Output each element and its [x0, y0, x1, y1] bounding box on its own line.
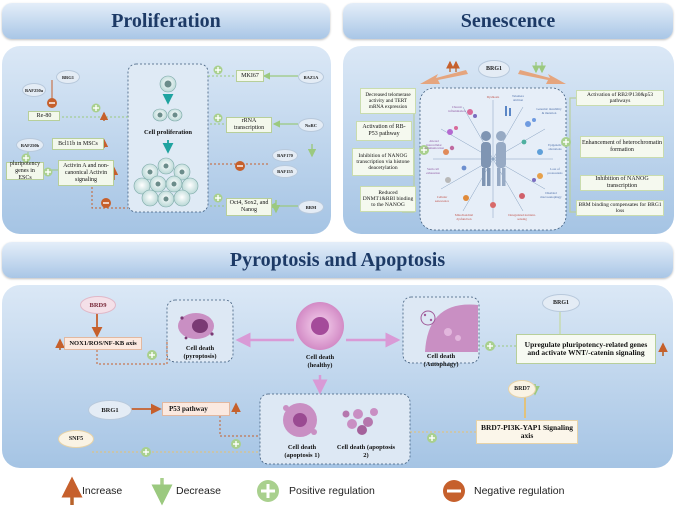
senescence-header: Senescence [343, 3, 673, 39]
hallmark-label: Mitochondrial dysfunction [454, 213, 474, 221]
brd9-node: BRD9 [80, 296, 116, 314]
activin-signaling-box: Activin A and non-canonical Activin sign… [58, 160, 114, 186]
p53-to-apoptosis-line [219, 416, 260, 437]
positive-regulation-icon [485, 341, 495, 351]
hallmark-label: Cellular senescence [434, 195, 450, 203]
negative-regulation-icon [101, 198, 111, 208]
brm-node: BRM [298, 200, 324, 214]
res-box: Re-80 [28, 111, 60, 121]
brd7-pi3k-yap1-box: BRD7-PI3K-YAP1 Signaling axis [476, 420, 578, 444]
senescence-left-item-3: Inhibition of NANOG transcription via hi… [352, 148, 414, 176]
baz1a-node: BAZ1A [298, 70, 324, 84]
positive-regulation-icon [231, 439, 241, 449]
nox-to-pyroptosis-line [96, 340, 168, 365]
human-figures-icon [481, 131, 506, 186]
positive-regulation-icon [43, 167, 53, 177]
cell-death-apoptosis-2-label: Cell death (apoptosis 2) [336, 444, 396, 459]
baf155-node: BAF155 [272, 165, 298, 178]
legend-negative-label: Negative regulation [474, 485, 565, 497]
hallmark-label: Genomic instability & mutation [536, 107, 562, 115]
positive-regulation-icon [427, 433, 437, 443]
legend-increase-label: Increase [82, 485, 123, 497]
single-cell-icon [159, 75, 177, 93]
negative-regulation-icon [235, 161, 245, 171]
p53-pathway-box: P53 pathway [162, 402, 230, 416]
cell-death-healthy-label: Cell death (healthy) [305, 354, 335, 369]
hallmark-label: Disabled macroautophagy [540, 191, 562, 199]
baf250b-node: BAF250b [16, 138, 44, 152]
activin-to-center-line [91, 175, 128, 209]
senescence-right-item-4: BRM binding compensates for BRG1 loss [576, 200, 664, 216]
cell-death-autophagy-label: Cell death (Autophagy) [423, 353, 459, 368]
brg1-right-big-arrow [518, 70, 566, 84]
positive-regulation-icon [561, 137, 571, 147]
rrna-transcription-box: rRNA transcription [226, 117, 272, 133]
pyroptotic-cell-icon [178, 313, 214, 340]
dividing-cells-icon [152, 108, 183, 122]
legend-negative-regulation-icon [443, 480, 465, 502]
cell-cluster-icon [133, 157, 199, 208]
pluripotency-genes-box: pluripotency genes in ESCs [6, 161, 44, 181]
brg1-node: BRG1 [56, 70, 80, 84]
legend-positive-regulation-icon [257, 480, 279, 502]
autophagy-cell-icon [420, 304, 478, 352]
positive-regulation-icon [419, 145, 429, 155]
pyroptosis-brg1-left-node: BRG1 [88, 400, 132, 420]
hallmark-label: Altered intercellular communication [424, 139, 444, 151]
oct4-sox2-nanog-box: Oct4, Sox2, and Nanog [226, 198, 272, 216]
bcl11b-box: Bcl11b in MSCs [52, 138, 104, 150]
senescence-right-item-2: Enhancement of heterochromatin formation [580, 136, 664, 158]
nox-ros-nfkb-box: NOX1/ROS/NF-KB axis [64, 337, 142, 350]
hallmark-label: Telomere attrition [512, 94, 524, 102]
senescence-left-item-1: Decreased telomerase activity and TERT m… [360, 88, 416, 114]
hallmark-label: Stem cell exhaustion [426, 167, 440, 175]
positive-regulation-icon [147, 350, 157, 360]
hallmark-icons [443, 106, 543, 208]
hallmark-label: Loss of proteostasis [547, 167, 563, 175]
positive-regulation-icon [213, 193, 223, 203]
cell-death-pyroptosis-label: Cell death (pyroptosis) [183, 345, 217, 360]
positive-regulation-icon [141, 447, 151, 457]
snf5-node: SNF5 [58, 430, 94, 448]
senescence-right-item-1: Activation of RB2/P130&p53 pathways [576, 90, 664, 106]
positive-regulation-icon [21, 153, 31, 163]
hallmark-label: Deregulated nutrient-sensing [508, 213, 536, 221]
hallmark-label: Epigenetic alterations [548, 143, 562, 151]
negative-regulation-icon [47, 98, 57, 108]
healthy-cell-icon [296, 302, 344, 350]
upregulate-pluripotency-box: Upregulate pluripotency-related genes an… [516, 334, 656, 364]
positive-regulation-icon [213, 113, 223, 123]
positive-regulation-icon [91, 103, 101, 113]
hallmark-label: Dysbiosis [486, 95, 500, 99]
brd7-node: BRD7 [508, 380, 536, 398]
norc-node: NoRC [298, 118, 324, 132]
apoptotic-cell-2-icon [342, 408, 378, 435]
legend-positive-label: Positive regulation [289, 485, 375, 497]
senescence-left-item-4: Reduced DNMT1&RBI binding to the NANOG [360, 186, 416, 212]
baf170-node: BAF170 [272, 149, 298, 162]
proliferation-header: Proliferation [2, 3, 330, 39]
positive-regulation-icon [213, 65, 223, 75]
cell-death-apoptosis-1-label: Cell death (apoptosis 1) [284, 444, 320, 459]
apoptotic-cell-1-icon [283, 403, 317, 437]
cell-proliferation-label: Cell proliferation [143, 129, 193, 136]
mki67-box: MKI67 [236, 70, 264, 82]
pyroptosis-brg1-node: BRG1 [542, 294, 580, 312]
legend-decrease-label: Decrease [176, 485, 221, 497]
brg1-left-big-arrow [420, 70, 468, 84]
hallmark-label: Chronic inflammation [448, 105, 466, 113]
senescence-left-item-2: Activation of RB-P53 pathway [356, 121, 412, 141]
pyroptosis-apoptosis-header: Pyroptosis and Apoptosis [2, 242, 673, 278]
senescence-right-item-3: Inhibition of NANOG transcription [580, 175, 664, 191]
senescence-brg1-node: BRG1 [478, 60, 510, 78]
baf250a-node: BAF250a [22, 83, 46, 97]
